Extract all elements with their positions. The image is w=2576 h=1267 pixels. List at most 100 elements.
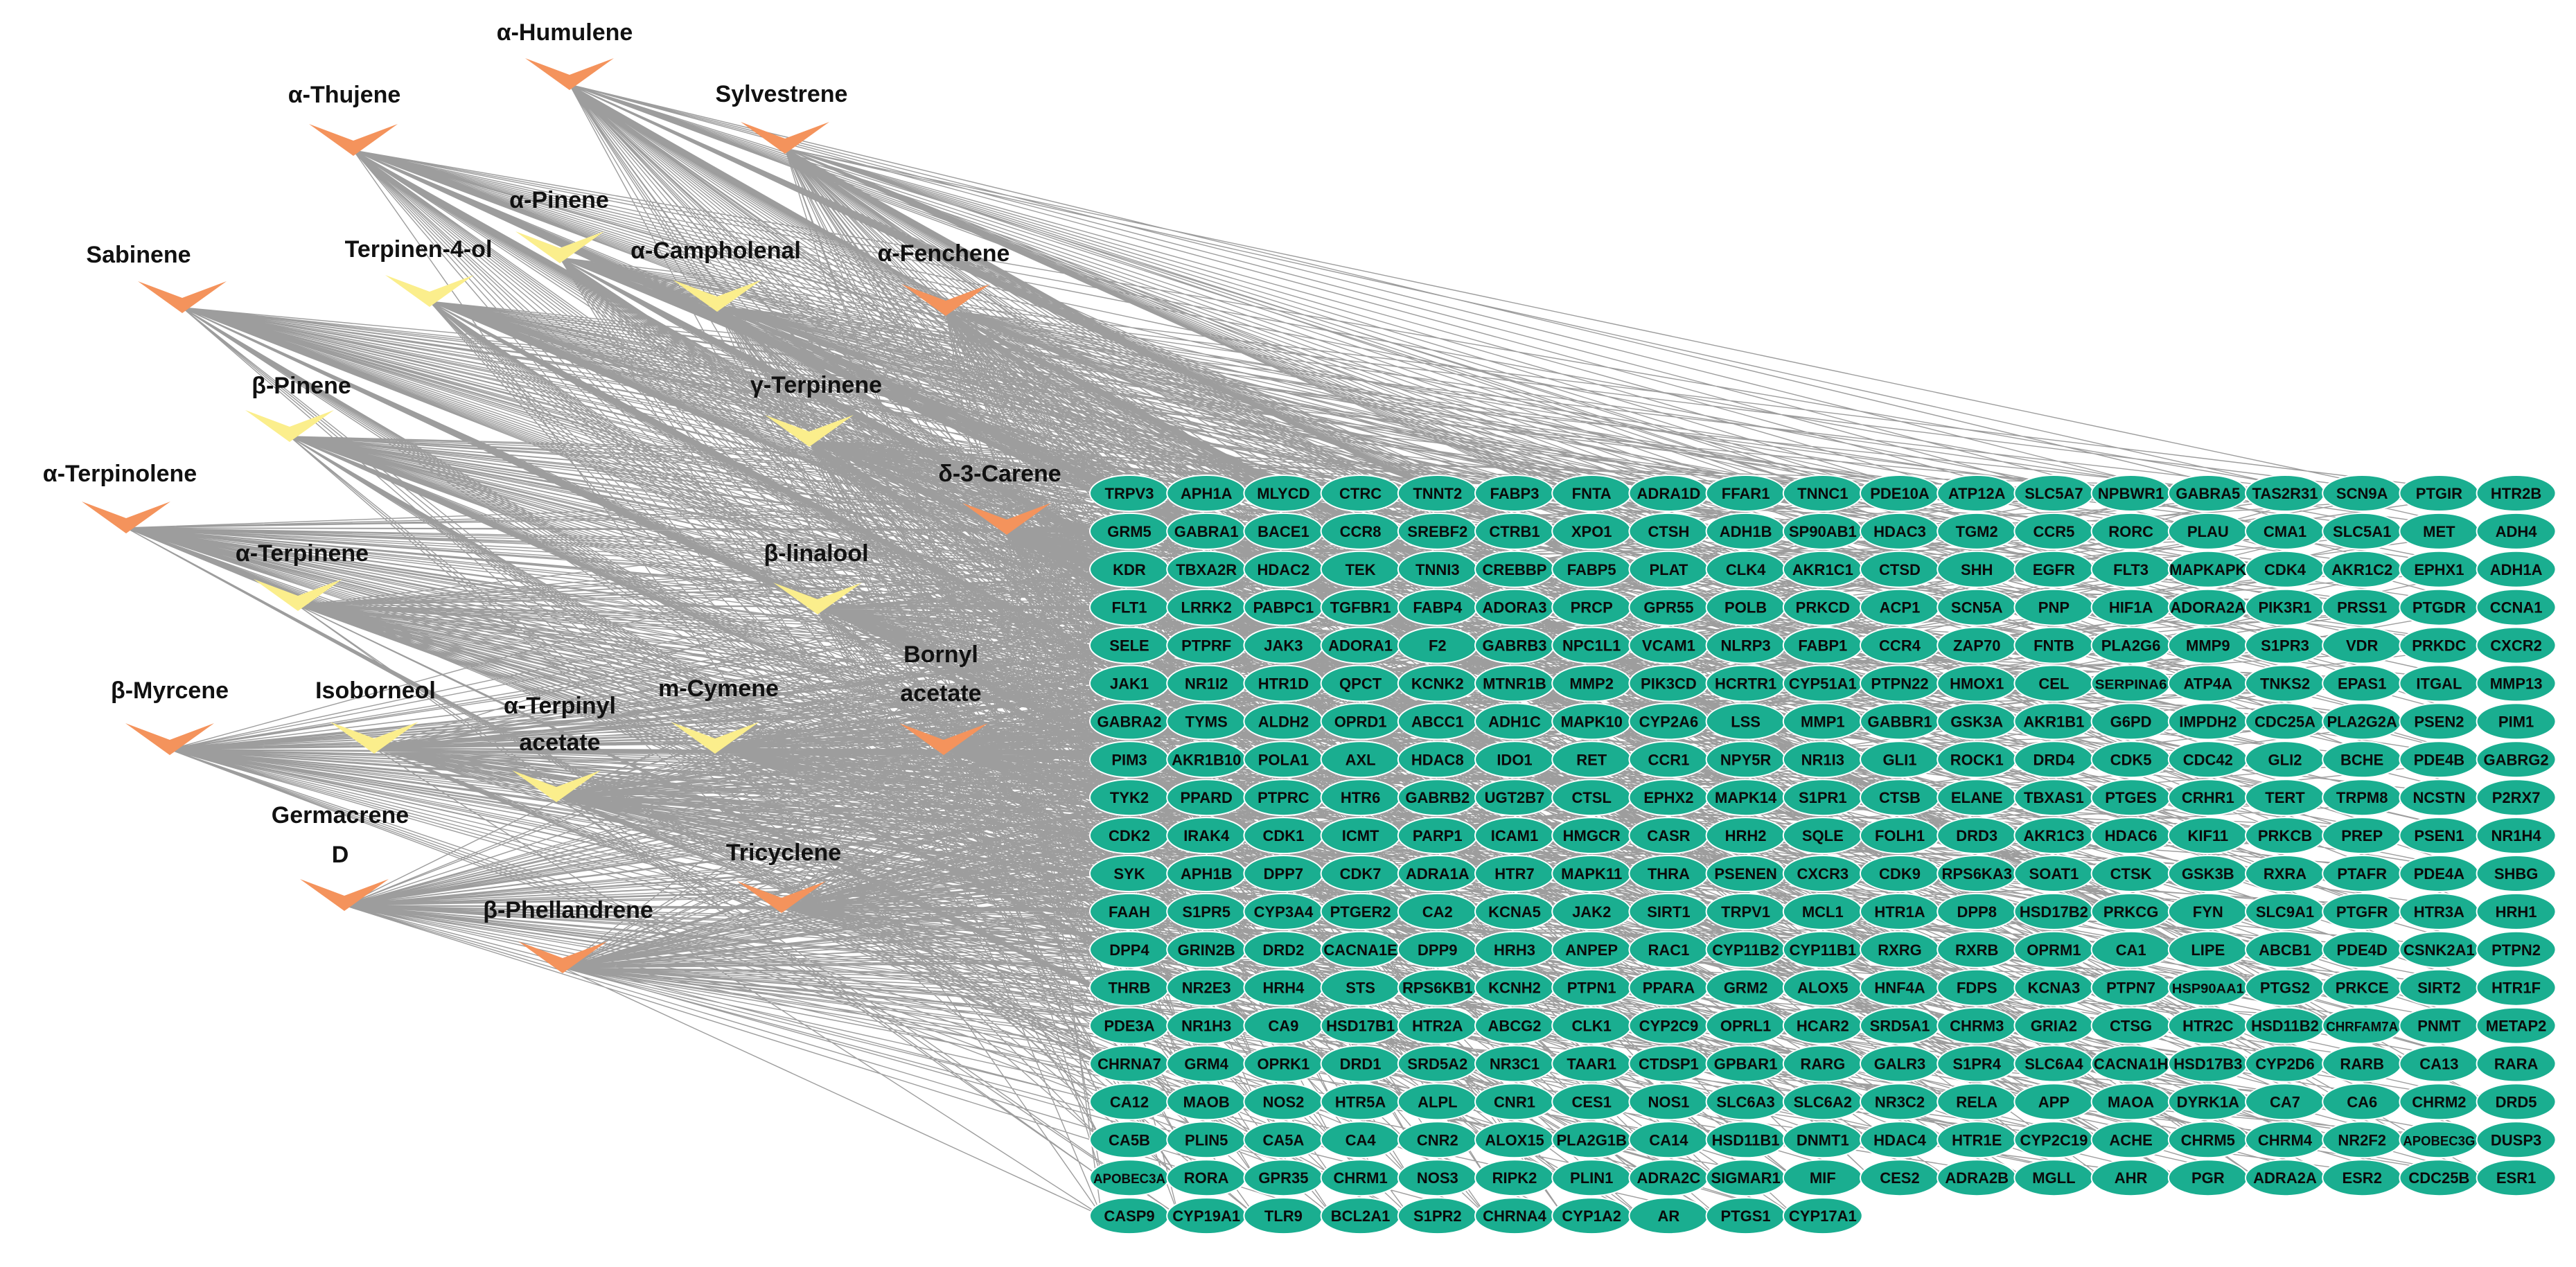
target-node-label: NR1H3	[1181, 1018, 1231, 1035]
target-node-label: ICAM1	[1491, 827, 1538, 844]
target-node-sele: SELE	[1089, 626, 1170, 664]
target-node-label: PPARD	[1181, 789, 1233, 806]
target-node-label: DPP7	[1264, 865, 1303, 883]
target-node-pgr: PGR	[2167, 1159, 2248, 1197]
target-node-apobec3a: APOBEC3A	[1089, 1159, 1170, 1197]
target-node-s1pr5: S1PR5	[1166, 892, 1247, 930]
target-node-label: ADH4	[2496, 523, 2538, 540]
target-node-label: GSK3B	[2182, 865, 2234, 883]
target-node-label: ABCG2	[1488, 1018, 1541, 1035]
target-node-prkcb: PRKCB	[2245, 817, 2325, 855]
target-node-label: ADH1A	[2490, 561, 2543, 578]
compound-node-shape	[82, 502, 170, 533]
target-node-rxrg: RXRG	[1860, 930, 1940, 968]
target-node-label: NCSTN	[2413, 789, 2466, 806]
target-node-label: GSK3A	[1950, 713, 2003, 730]
target-node-label: NR2F2	[2338, 1131, 2386, 1149]
target-node-rara: RARA	[2476, 1045, 2557, 1083]
target-node-label: CCR1	[1648, 751, 1689, 768]
target-node-slc6a4: SLC6A4	[2013, 1045, 2094, 1083]
target-node-s1pr4: S1PR4	[1937, 1045, 2018, 1083]
target-node-tnni3: TNNI3	[1397, 550, 1478, 588]
target-node-tas2r31: TAS2R31	[2245, 475, 2325, 512]
target-node-vcam1: VCAM1	[1628, 626, 1709, 664]
compound-node-shape	[741, 122, 829, 154]
target-node-tlr9: TLR9	[1243, 1197, 1324, 1235]
target-node-oprd1: OPRD1	[1320, 702, 1401, 741]
target-node-label: AKR1C2	[2331, 561, 2392, 578]
target-node-thrb: THRB	[1089, 968, 1170, 1007]
target-node-label: HTR1D	[1258, 675, 1309, 693]
target-node-label: RELA	[1956, 1093, 1997, 1110]
target-node-axl: AXL	[1320, 741, 1401, 779]
compound-node-shape	[512, 770, 601, 802]
target-node-gria2: GRIA2	[2013, 1007, 2094, 1045]
target-node-label: G6PD	[2110, 713, 2152, 730]
target-node-ccr1: CCR1	[1628, 741, 1709, 779]
compound-node-thujene: α-Thujene	[288, 82, 400, 156]
target-node-label: GALR3	[1874, 1056, 1926, 1073]
target-node-label: ADRA1D	[1637, 485, 1701, 502]
target-node-adora3: ADORA3	[1474, 588, 1555, 626]
target-node-cma1: CMA1	[2245, 512, 2325, 550]
target-node-pnmt: PNMT	[2399, 1007, 2480, 1045]
target-node-label: METAP2	[2486, 1018, 2547, 1035]
target-node-label: PGR	[2191, 1169, 2225, 1187]
target-node-label: RARA	[2494, 1056, 2539, 1073]
target-node-label: MAPK14	[1715, 789, 1777, 806]
target-node-gabrb3: GABRB3	[1474, 626, 1555, 664]
target-node-dusp3: DUSP3	[2476, 1121, 2557, 1159]
compound-node-label: m-Cymene	[658, 675, 779, 702]
target-node-akr1b1: AKR1B1	[2013, 702, 2094, 741]
target-node-label: TEK	[1346, 561, 1376, 578]
target-node-p2rx7: P2RX7	[2476, 779, 2557, 817]
target-node-tnnt2: TNNT2	[1397, 475, 1478, 512]
target-node-label: FFAR1	[1722, 485, 1770, 502]
compound-node-label: α-Terpinolene	[43, 461, 197, 487]
target-node-nr3c2: NR3C2	[1860, 1083, 1940, 1121]
target-node-label: HIF1A	[2109, 599, 2153, 617]
target-node-mapk10: MAPK10	[1551, 702, 1632, 741]
target-node-pde3a: PDE3A	[1089, 1007, 1170, 1045]
target-node-mmp2: MMP2	[1551, 664, 1632, 702]
target-node-label: BACE1	[1258, 523, 1309, 540]
target-node-ar: AR	[1628, 1197, 1709, 1235]
target-node-label: CHRM2	[2412, 1093, 2466, 1110]
target-node-grm5: GRM5	[1089, 512, 1170, 550]
target-node-egfr: EGFR	[2013, 550, 2094, 588]
target-node-label: SIRT1	[1647, 903, 1690, 921]
target-node-label: ROCK1	[1950, 751, 2004, 768]
target-node-ctsk: CTSK	[2090, 855, 2171, 892]
target-node-nos1: NOS1	[1628, 1083, 1709, 1121]
target-node-rock1: ROCK1	[1937, 741, 2018, 779]
target-node-jak1: JAK1	[1089, 664, 1170, 702]
compound-node-shape	[525, 58, 614, 90]
target-node-tyms: TYMS	[1166, 702, 1247, 741]
target-node-label: PTGES	[2105, 789, 2157, 806]
target-node-adra1d: ADRA1D	[1628, 475, 1709, 512]
target-node-label: RORA	[1184, 1169, 1229, 1187]
target-node-rarb: RARB	[2322, 1045, 2403, 1083]
target-node-cyp2a6: CYP2A6	[1628, 702, 1709, 741]
target-node-label: ALOX5	[1797, 980, 1848, 997]
target-node-drd3: DRD3	[1937, 817, 2018, 855]
target-node-grm4: GRM4	[1166, 1045, 1247, 1083]
target-node-akr1c1: AKR1C1	[1782, 550, 1863, 588]
target-node-ctsd: CTSD	[1860, 550, 1940, 588]
target-node-label: GABRA2	[1097, 713, 1162, 730]
target-node-label: PPARA	[1643, 980, 1695, 997]
target-node-label: CA5A	[1262, 1131, 1304, 1149]
target-node-label: TYMS	[1185, 713, 1228, 730]
target-node-label: DRD3	[1956, 827, 1997, 844]
target-node-cdc25a: CDC25A	[2245, 702, 2325, 741]
target-node-ca2: CA2	[1397, 892, 1478, 930]
target-node-ptprf: PTPRF	[1166, 626, 1247, 664]
target-node-pik3cd: PIK3CD	[1628, 664, 1709, 702]
target-node-cacna1e: CACNA1E	[1320, 930, 1401, 968]
compound-node-shape	[245, 410, 334, 442]
target-node-label: PTPN7	[2106, 980, 2155, 997]
target-node-prcp: PRCP	[1551, 588, 1632, 626]
